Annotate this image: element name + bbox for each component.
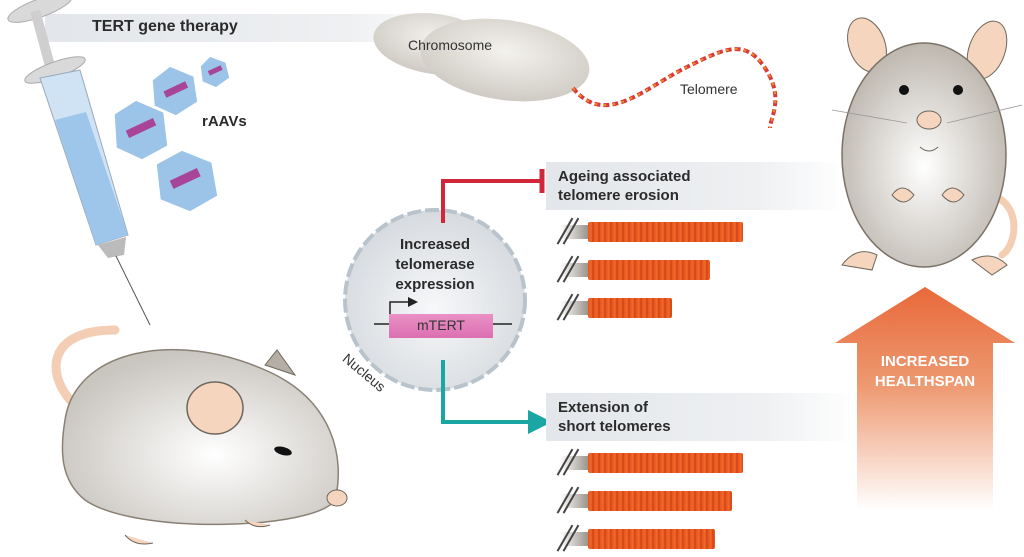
telomere-repeats	[588, 491, 733, 511]
syringe-icon	[7, 0, 151, 326]
telomere-repeats	[588, 453, 743, 473]
chromosome-icon	[373, 13, 778, 129]
capsid-icon	[151, 65, 199, 117]
extension-label-line: Extension of	[558, 399, 649, 416]
nucleus-text-line: telomerase	[395, 256, 475, 273]
nucleus-icon	[343, 208, 527, 392]
telomere-helix	[571, 47, 778, 129]
activation-connector	[441, 360, 552, 434]
healthspan-arrow-icon	[835, 287, 1015, 510]
telomere-bar	[556, 524, 716, 552]
healthspan-label-line: INCREASED	[880, 353, 970, 370]
nucleus-text-line: Increased	[399, 236, 471, 253]
telomere-repeats	[588, 260, 711, 280]
capsid-icon	[199, 55, 231, 89]
old-mouse-illustration	[51, 325, 348, 545]
extension-label-line: short telomeres	[558, 418, 671, 435]
telomere-bar	[556, 217, 743, 245]
mtert-label: mTERT	[417, 317, 465, 333]
healthspan-label: INCREASED HEALTHSPAN	[858, 352, 992, 392]
figure-title: TERT gene therapy	[92, 18, 238, 35]
erosion-label-line: telomere erosion	[558, 187, 679, 204]
telomere-label: Telomere	[680, 81, 738, 97]
capsid-icon	[113, 99, 169, 161]
extension-band	[546, 393, 856, 441]
extension-label: Extension of short telomeres	[558, 398, 671, 436]
nucleus-text-line: expression	[395, 276, 475, 293]
erosion-band	[546, 162, 846, 210]
capsid-icon	[155, 149, 219, 213]
telomere-repeats	[588, 298, 672, 318]
telomere-repeats	[588, 529, 716, 549]
chromosome-label: Chromosome	[408, 37, 493, 53]
telomere-bar	[556, 293, 672, 321]
raav-capsids	[113, 55, 231, 213]
telomere-bar	[556, 486, 733, 514]
arrowhead-icon	[528, 410, 552, 434]
raavs-label: rAAVs	[202, 113, 247, 130]
telomere-bar	[556, 448, 743, 476]
mtert-gene-box	[389, 314, 493, 338]
nucleus-text: Increased telomerase expression	[380, 235, 490, 295]
young-mouse-illustration	[831, 17, 1023, 276]
erosion-label: Ageing associated telomere erosion	[558, 167, 691, 205]
telomere-repeats	[588, 222, 743, 242]
healthspan-label-line: HEALTHSPAN	[874, 373, 976, 390]
telomere-bar	[556, 255, 711, 283]
erosion-label-line: Ageing associated	[558, 168, 691, 185]
inhibition-connector	[441, 169, 545, 223]
